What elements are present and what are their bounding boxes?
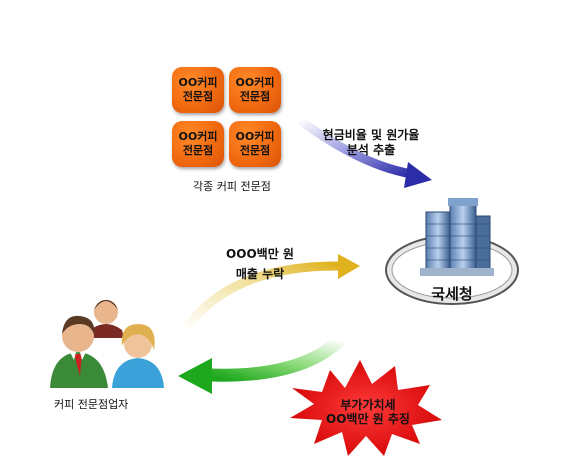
arrow-tax-collection — [178, 333, 347, 394]
owners-caption: 커피 전문점업자 — [54, 398, 129, 411]
arrow-shops-to-tax-office — [295, 115, 432, 188]
omission-line2: 매출 누락 — [235, 267, 285, 281]
tax-office-label: 국세청 — [431, 285, 473, 303]
coffee-shop-name: OO커피 — [235, 76, 275, 89]
coffee-shop-type: 전문점 — [239, 144, 271, 157]
coffee-shop-type: 전문점 — [182, 90, 214, 103]
shops-caption: 각종 커피 전문점 — [193, 180, 271, 193]
coffee-shop-tile-2: OO커피 전문점 — [229, 67, 281, 113]
omission-label: OOO백만 원 매출 누락 — [210, 244, 310, 284]
coffee-shop-name: OO커피 — [178, 130, 218, 143]
vat-burst — [290, 360, 442, 456]
coffee-shop-tile-3: OO커피 전문점 — [172, 121, 224, 167]
building-icon — [420, 198, 494, 276]
analysis-label: 현금비율 및 원가율 분석 추출 — [302, 128, 440, 158]
person-woman-icon — [112, 324, 164, 388]
coffee-shop-type: 전문점 — [239, 90, 271, 103]
coffee-shop-name: OO커피 — [178, 76, 218, 89]
coffee-shop-tile-4: OO커피 전문점 — [229, 121, 281, 167]
analysis-line2: 분석 추출 — [346, 143, 396, 157]
vat-label: 부가가치세 OO백만 원 추징 — [310, 398, 426, 426]
analysis-line1: 현금비율 및 원가율 — [322, 128, 420, 142]
omission-line1: OOO백만 원 — [226, 247, 294, 261]
person-man-front-icon — [50, 315, 108, 388]
arrow-omission — [180, 254, 360, 335]
coffee-shop-tile-1: OO커피 전문점 — [172, 67, 224, 113]
vat-line1: 부가가치세 — [340, 398, 396, 412]
coffee-shop-type: 전문점 — [182, 144, 214, 157]
vat-line2: OO백만 원 추징 — [326, 412, 410, 426]
coffee-shop-name: OO커피 — [235, 130, 275, 143]
person-man-back-icon — [88, 300, 124, 338]
